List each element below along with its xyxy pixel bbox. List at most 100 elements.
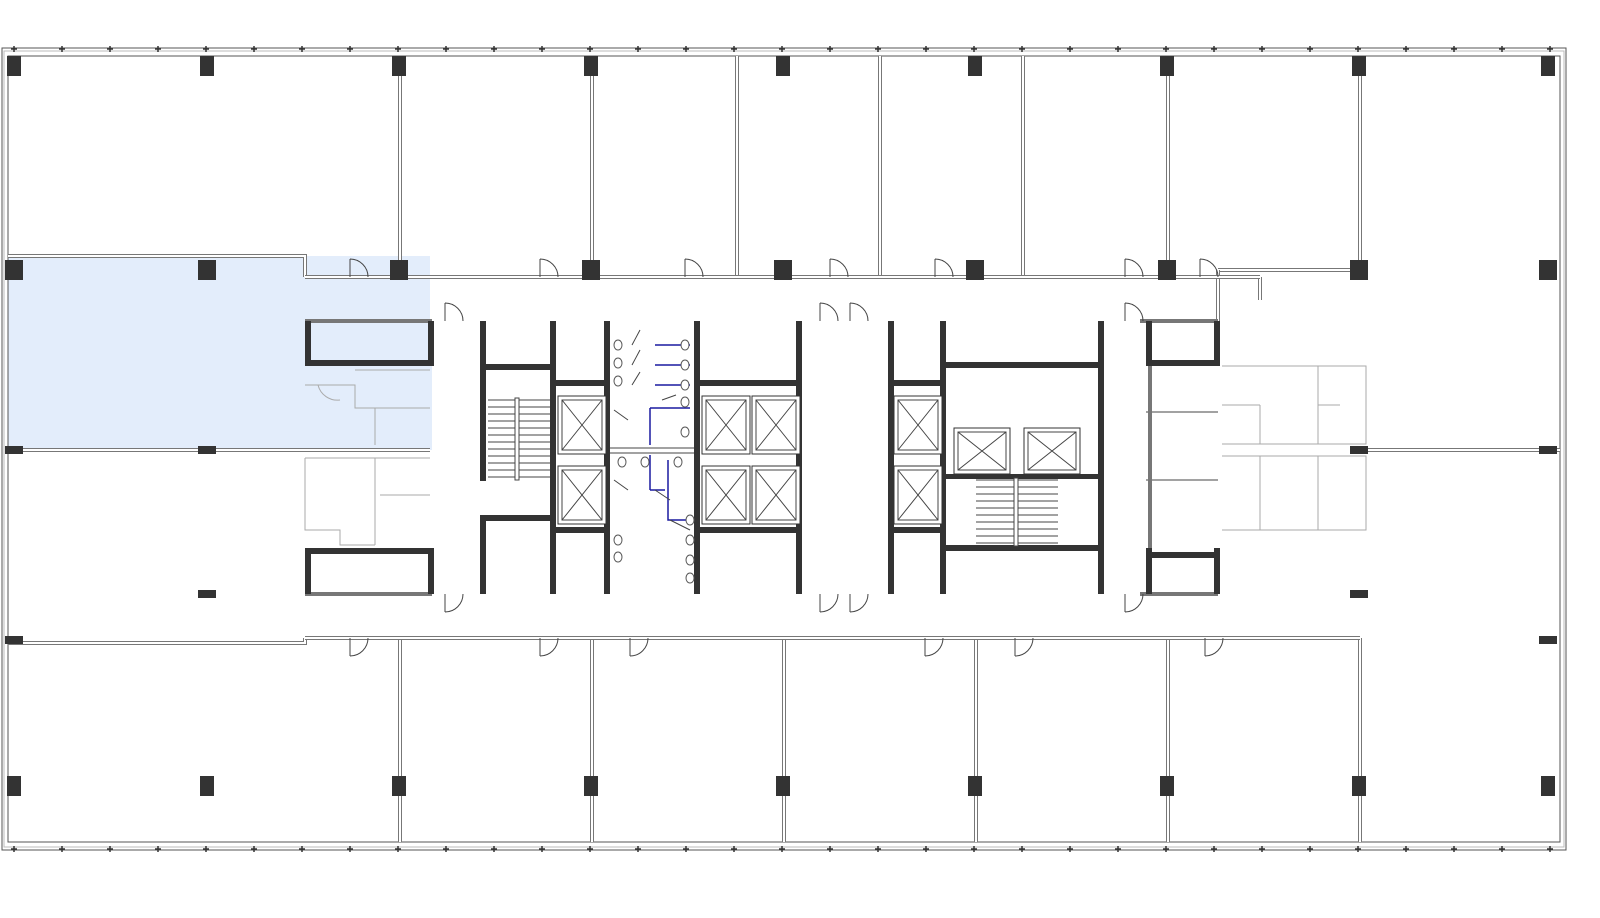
column: [1158, 260, 1176, 280]
elevator-car: [561, 469, 603, 521]
door: [539, 258, 559, 278]
elevators: [557, 395, 1081, 525]
toilet-fixture: [613, 357, 623, 369]
toilet-fixture: [685, 572, 695, 584]
door: [349, 637, 369, 657]
mullion: [731, 46, 737, 852]
stair-right: [976, 477, 1058, 547]
mullion: [395, 46, 401, 852]
elevator-car: [957, 431, 1007, 471]
elevator-car: [755, 469, 797, 521]
mullion: [1067, 46, 1073, 852]
door: [849, 302, 869, 322]
mullion: [11, 46, 17, 852]
door: [349, 258, 369, 278]
column: [1541, 56, 1555, 76]
column: [1539, 260, 1557, 280]
mullion: [827, 46, 833, 852]
mullion: [1547, 46, 1553, 852]
mullion: [1451, 46, 1457, 852]
column: [5, 260, 23, 280]
column: [584, 56, 598, 76]
door: [819, 302, 839, 322]
elevator-car: [897, 399, 939, 451]
stair-left: [488, 397, 550, 481]
partition-wall-core: [8, 638, 306, 644]
restroom-partitions: [613, 329, 691, 531]
column: [390, 260, 408, 280]
column: [1350, 446, 1368, 454]
mullion: [1211, 46, 1217, 852]
column: [5, 636, 23, 644]
stair-handrail: [1013, 477, 1019, 547]
mullion: [635, 46, 641, 852]
mullion: [587, 46, 593, 852]
toilet-fixture: [685, 514, 695, 526]
door: [849, 593, 869, 613]
column: [966, 260, 984, 280]
mullion: [1019, 46, 1025, 852]
side-restroom-left: [304, 369, 430, 546]
toilet-fixture: [685, 534, 695, 546]
door: [819, 593, 839, 613]
column: [1160, 776, 1174, 796]
mullion: [923, 46, 929, 852]
column: [7, 776, 21, 796]
door: [1124, 593, 1144, 613]
elevator-car: [755, 399, 797, 451]
mullion: [875, 46, 881, 852]
column: [1352, 776, 1366, 796]
door: [1124, 258, 1144, 278]
corridor-walls: [305, 275, 1260, 640]
column: [200, 56, 214, 76]
column: [1539, 446, 1557, 454]
column: [776, 776, 790, 796]
column: [392, 776, 406, 796]
office-partitions: [8, 56, 1560, 842]
mullion: [299, 46, 305, 852]
column: [968, 56, 982, 76]
elevator-car: [897, 469, 939, 521]
toilet-fixture: [680, 379, 690, 391]
toilet-fixture: [617, 456, 627, 468]
stair-handrail: [514, 397, 520, 481]
column: [968, 776, 982, 796]
elevator-car: [705, 399, 747, 451]
mullion: [59, 46, 65, 852]
door: [1124, 302, 1144, 322]
door: [539, 637, 559, 657]
toilet-fixture: [673, 456, 683, 468]
column: [774, 260, 792, 280]
door: [629, 637, 649, 657]
door: [924, 637, 944, 657]
toilet-fixture: [680, 396, 690, 408]
toilet-fixture: [680, 359, 690, 371]
column: [5, 446, 23, 454]
toilet-fixture: [613, 375, 623, 387]
mullion: [107, 46, 113, 852]
mullion: [203, 46, 209, 852]
toilet-fixture: [613, 551, 623, 563]
door: [1014, 637, 1034, 657]
structural-columns: [5, 56, 1557, 796]
mullion: [155, 46, 161, 852]
toilet-fixture: [680, 339, 690, 351]
column: [1350, 590, 1368, 598]
toilet-fixture: [680, 426, 690, 438]
column: [198, 446, 216, 454]
mullion: [1163, 46, 1169, 852]
column: [1541, 776, 1555, 796]
column: [198, 590, 216, 598]
mullion: [491, 46, 497, 852]
toilet-fixtures: [613, 339, 695, 584]
mullion: [1259, 46, 1265, 852]
door: [444, 302, 464, 322]
column: [392, 56, 406, 76]
column: [1160, 56, 1174, 76]
toilet-fixture: [613, 339, 623, 351]
mullion: [539, 46, 545, 852]
toilet-fixture: [685, 554, 695, 566]
elevator-car: [705, 469, 747, 521]
door: [444, 593, 464, 613]
